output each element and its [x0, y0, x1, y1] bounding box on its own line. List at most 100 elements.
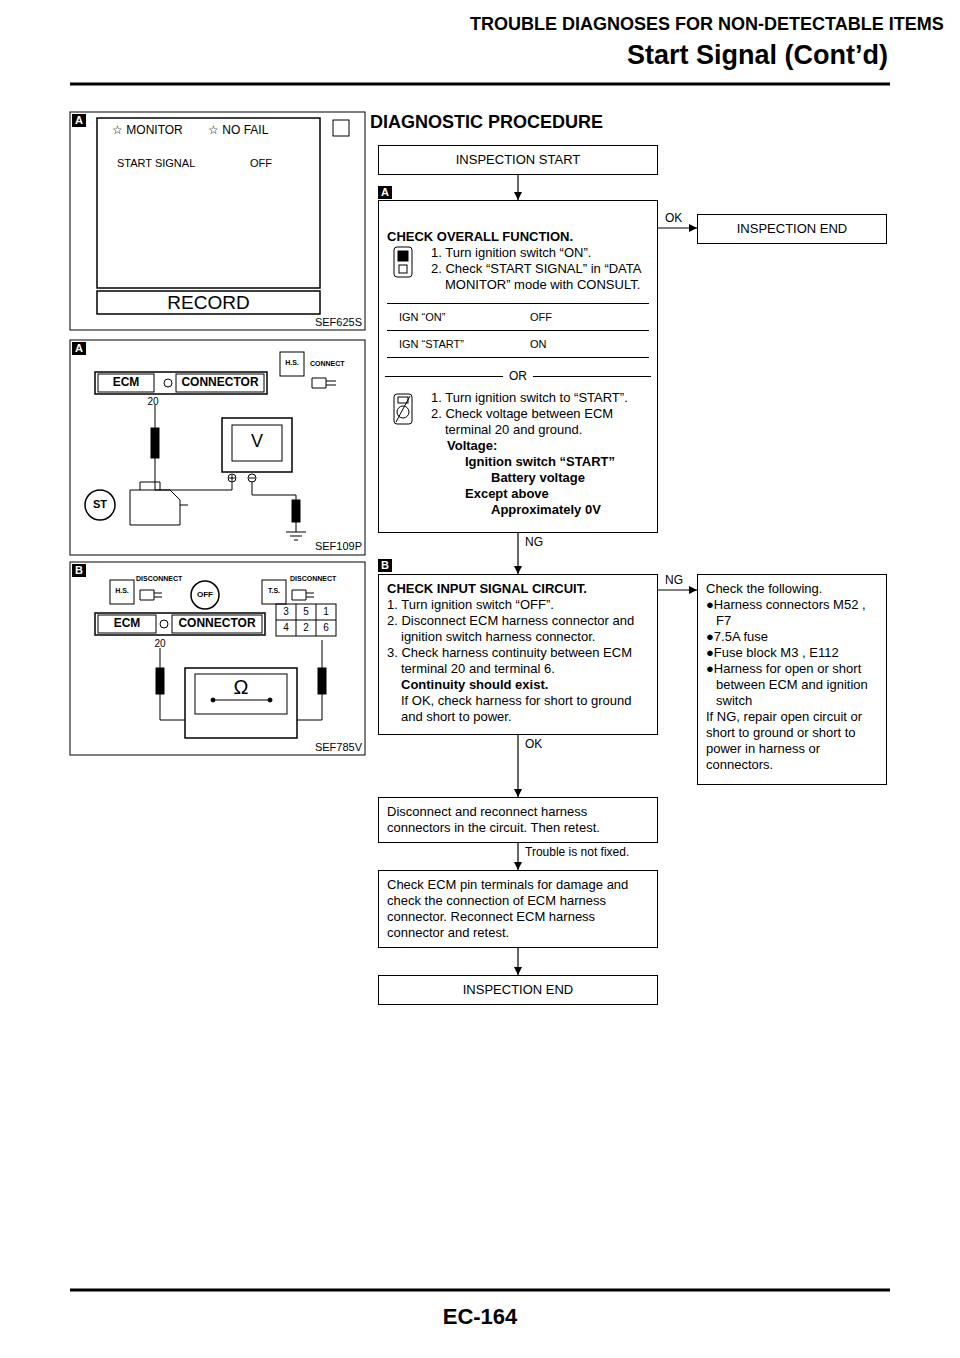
process-box: INSPECTION END: [697, 214, 887, 244]
figure-rect: [95, 613, 265, 635]
figure-circle: [191, 581, 219, 609]
figure-label: EC-164: [430, 1304, 530, 1329]
figure-rect: [172, 615, 262, 633]
figure-label: 20: [148, 638, 172, 650]
figure-rect: [399, 265, 407, 273]
process-box: CHECK INPUT SIGNAL CIRCUIT.1. Turn ignit…: [378, 574, 658, 735]
figure-label: DISCONNECT: [290, 575, 350, 583]
box-text: 1. Turn ignition switch to “START”.: [431, 390, 649, 406]
box-text: Continuity should exist.: [401, 677, 649, 693]
box-text: CHECK INPUT SIGNAL CIRCUIT.: [387, 581, 649, 597]
box-text: INSPECTION START: [387, 152, 649, 168]
figure-label: ECM: [98, 376, 154, 390]
figure-circle: [160, 620, 168, 628]
figure-label: CONNECTOR: [176, 376, 264, 390]
box-text: INSPECTION END: [706, 221, 878, 237]
figure-label: ECM: [98, 617, 156, 631]
figure-label: OFF: [250, 157, 290, 170]
figure-rect: [70, 340, 365, 555]
process-box: CHECK OVERALL FUNCTION.1. Turn ignition …: [378, 200, 658, 533]
figure-rect: [70, 562, 365, 755]
figure-line: [70, 1289, 890, 1292]
figure-path: [140, 590, 162, 600]
figure-label: 20: [141, 396, 165, 408]
figure-label: T.S.: [262, 587, 286, 595]
flow-arrow: [517, 948, 518, 975]
figure-rect: [398, 397, 408, 403]
figure-line: [213, 700, 270, 701]
figure-label: Ω: [225, 676, 257, 699]
figure-g: [394, 394, 412, 424]
figure-rect: [97, 291, 320, 314]
section-badge: B: [378, 559, 392, 572]
figure-rect: [394, 394, 412, 424]
figure-path: [286, 522, 306, 540]
figure-rect: [156, 668, 164, 694]
flow-arrow: [517, 175, 518, 200]
figure-label: CONNECT: [310, 360, 360, 368]
figure-path: [312, 378, 336, 388]
edge-label: NG: [524, 535, 544, 549]
figure-line: [296, 604, 297, 636]
figure-rect: [185, 668, 297, 738]
box-text: INSPECTION END: [387, 982, 649, 998]
process-box: Disconnect and reconnect harness connect…: [378, 797, 658, 843]
figure-rect: [276, 604, 336, 636]
tester-icon: [391, 392, 415, 426]
box-text: IGN “ON”: [387, 303, 518, 330]
figure-label: ☆ MONITOR: [112, 124, 202, 138]
edge-label: OK: [664, 211, 683, 225]
figure-label: 3: [276, 606, 296, 618]
box-text: OFF: [518, 303, 649, 330]
figure-path: [297, 694, 322, 720]
figure-line: [396, 396, 410, 422]
figure-label: 4: [276, 622, 296, 634]
box-text: Approximately 0V: [491, 502, 649, 518]
section-badge: B: [72, 564, 86, 577]
figure-label: OFF: [191, 590, 219, 599]
figure-label: H.S.: [280, 359, 304, 367]
figure-label: Start Signal (Cont’d): [470, 40, 888, 71]
figure-path: [130, 482, 188, 525]
figure-circle: [211, 698, 215, 702]
figure-label: 5: [296, 606, 316, 618]
box-text: 2. Disconnect ECM harness connector and …: [387, 613, 649, 645]
figure-label: SEF785V: [290, 741, 362, 754]
figure-circle: [85, 490, 115, 520]
figure-g: [394, 247, 412, 277]
box-text: Disconnect and reconnect harness connect…: [387, 804, 649, 836]
figure-rect: [110, 580, 134, 604]
flow-arrow: [517, 735, 518, 797]
box-text: 1. Turn ignition switch “OFF”.: [387, 597, 649, 613]
box-text: 1. Turn ignition switch “ON”.: [431, 245, 649, 261]
edge-label: OK: [524, 737, 543, 751]
box-text: CHECK OVERALL FUNCTION.: [387, 229, 649, 245]
figure-g: [70, 84, 890, 1290]
figure-path: [292, 590, 314, 600]
figure-label: 6: [316, 622, 336, 634]
box-text: OR: [379, 368, 657, 384]
box-text: ●Harness for open or short between ECM a…: [706, 661, 878, 709]
figure-label: 2: [296, 622, 316, 634]
figure-rect: [98, 615, 156, 633]
figure-rect: [318, 668, 326, 694]
box-text: ●7.5A fuse: [706, 629, 878, 645]
figure-rect: [176, 374, 264, 392]
figure-rect: [232, 425, 282, 461]
edge-label: Trouble is not fixed.: [524, 845, 630, 859]
box-text: 3. Check harness continuity between ECM …: [387, 645, 649, 677]
process-box: Check ECM pin terminals for damage and c…: [378, 870, 658, 948]
figure-line: [70, 83, 890, 86]
figure-label: DISCONNECT: [136, 575, 196, 583]
figure-rect: [292, 500, 300, 522]
box-text: Voltage:: [447, 438, 649, 454]
figure-line: [155, 405, 156, 428]
box-text: IGN “START”: [387, 330, 518, 358]
box-text: Battery voltage: [491, 470, 649, 486]
figure-line: [322, 640, 323, 668]
box-text: 2. Check “START SIGNAL” in “DATA MONITOR…: [431, 261, 649, 293]
box-text: ●Harness connectors M52 , F7: [706, 597, 878, 629]
box-text: ●Fuse block M3 , E112: [706, 645, 878, 661]
figure-rect: [70, 112, 365, 330]
flow-arrow: [658, 589, 697, 590]
